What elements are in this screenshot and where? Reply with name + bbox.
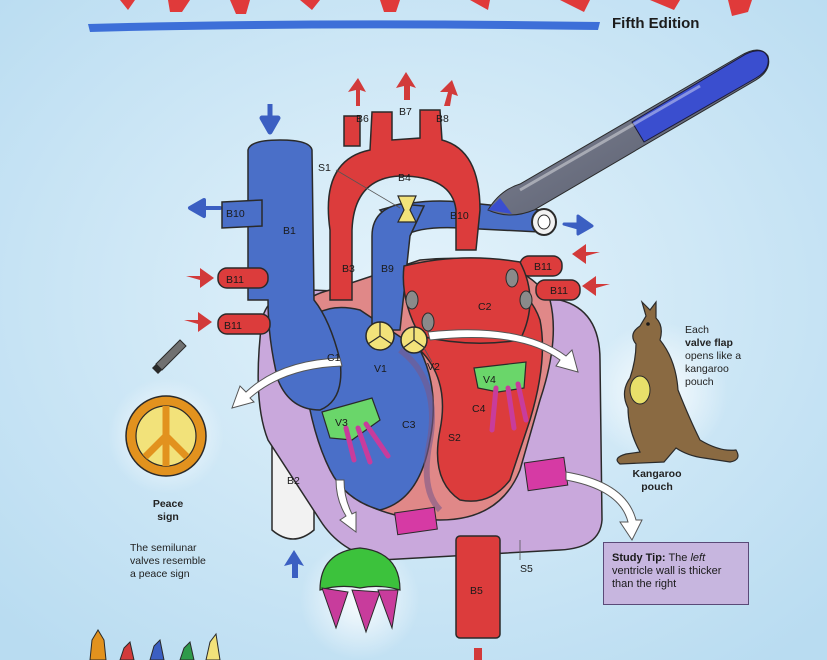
- structure-labels: B1 B2 B3 B4 B5 B6 B7 B8 B9 B10 B10 B11 B…: [224, 106, 568, 597]
- kangaroo-note-line4: kangaroo: [685, 363, 729, 375]
- label-b11-left-top: B11: [226, 274, 244, 286]
- label-v3: V3: [335, 417, 348, 429]
- label-s1: S1: [318, 162, 331, 174]
- marker-pen: [487, 49, 770, 216]
- semilunar-valves: [365, 195, 428, 354]
- edition-label: Fifth Edition: [612, 15, 700, 32]
- kangaroo-note-line2: valve flap: [685, 337, 733, 349]
- kangaroo-note-line1: Each: [685, 324, 709, 336]
- kangaroo-icon: [616, 299, 739, 465]
- peace-title-line2: sign: [157, 511, 179, 523]
- label-s2: S2: [448, 432, 461, 444]
- peace-title-line1: Peace: [152, 498, 184, 510]
- crayons-icon: [89, 629, 221, 660]
- label-c1: C1: [327, 352, 341, 364]
- label-b5: B5: [470, 585, 483, 597]
- label-v4: V4: [483, 374, 496, 386]
- label-b1: B1: [283, 225, 296, 237]
- study-tip-text-a: The: [668, 552, 688, 564]
- peace-caption: The semilunar valves resemble a peace si…: [130, 542, 240, 581]
- kangaroo-title-line2: pouch: [641, 481, 673, 493]
- study-tip-box: Study Tip: The left ventricle wall is th…: [603, 542, 749, 605]
- label-b8: B8: [436, 113, 449, 125]
- peace-caption-line1: The semilunar: [130, 542, 197, 554]
- descending-aorta: [455, 535, 501, 639]
- parachute-icon: [319, 547, 401, 634]
- right-wall-marker: [394, 506, 438, 536]
- title-artwork: [88, 0, 752, 32]
- left-wall-marker: [523, 456, 569, 492]
- av-valves: [321, 361, 529, 465]
- label-s5: S5: [520, 563, 533, 575]
- label-v2: V2: [427, 361, 440, 373]
- label-b11-right-top: B11: [534, 261, 552, 273]
- label-v1: V1: [374, 363, 387, 375]
- label-b11-right-bottom: B11: [550, 285, 568, 297]
- label-c2: C2: [478, 301, 492, 313]
- study-tip-label: Study Tip:: [612, 552, 666, 564]
- label-b9: B9: [381, 263, 394, 275]
- label-b3: B3: [342, 263, 355, 275]
- study-tip-text-b: ventricle wall is thicker than the right: [612, 565, 722, 590]
- peace-sign-icon: [125, 395, 207, 477]
- label-b10-right: B10: [450, 210, 469, 222]
- label-b4: B4: [398, 172, 411, 184]
- peace-caption-line2: valves resemble: [130, 555, 206, 567]
- study-tip-emphasis: left: [690, 552, 706, 564]
- label-c3: C3: [402, 419, 416, 431]
- kangaroo-title: Kangaroo pouch: [626, 468, 688, 494]
- kangaroo-title-line1: Kangaroo: [632, 468, 682, 480]
- label-b10-left: B10: [226, 208, 245, 220]
- label-b7: B7: [399, 106, 412, 118]
- flow-arrows: [231, 329, 643, 541]
- aortic-arch: [327, 109, 481, 301]
- kangaroo-note-line3: opens like a: [685, 350, 742, 362]
- pulmonary-veins: [217, 255, 581, 335]
- label-c4: C4: [472, 403, 486, 415]
- kangaroo-note: Each valve flap opens like a kangaroo po…: [685, 324, 765, 389]
- kangaroo-note-line5: pouch: [685, 376, 714, 388]
- peace-title: Peace sign: [140, 498, 196, 524]
- label-b6: B6: [356, 113, 369, 125]
- crayon-icon: [152, 339, 187, 374]
- label-b2: B2: [287, 475, 300, 487]
- peace-caption-line3: a peace sign: [130, 568, 190, 580]
- arrows: [184, 72, 610, 660]
- label-b11-left-bottom: B11: [224, 320, 242, 332]
